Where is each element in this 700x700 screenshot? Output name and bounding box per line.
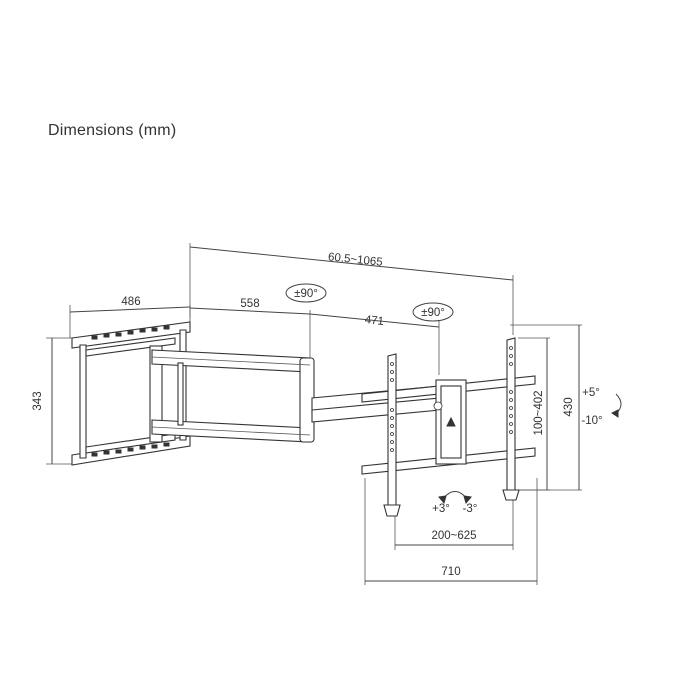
label-swivel-2: ±90° — [421, 307, 445, 319]
rotation-arrow-icon — [412, 302, 454, 322]
bracket-holes — [390, 346, 513, 452]
level-arrow-icon — [438, 491, 472, 505]
dimension-lines — [51, 246, 580, 582]
label-tilt-down: -10° — [581, 415, 602, 427]
tilt-arrow-icon — [611, 393, 622, 418]
label-arm-second: 471 — [364, 314, 384, 328]
label-reach-range: 60.5~1065 — [327, 251, 383, 268]
page-title: Dimensions (mm) — [48, 122, 177, 139]
tv-bracket — [361, 337, 536, 517]
rotation-arrow-icon — [285, 283, 327, 303]
label-bracket-height: 430 — [563, 397, 575, 416]
label-vesa-horizontal: 200~625 — [431, 530, 476, 542]
dimension-labels: 60.5~1065 486 558 471 ±90° ±90° 343 100~… — [32, 251, 603, 578]
label-arm-first: 558 — [240, 298, 259, 310]
label-swivel-1: ±90° — [294, 288, 318, 300]
label-tilt-up: +5° — [582, 387, 600, 399]
wall-plate — [71, 321, 191, 466]
label-vesa-vertical: 100~402 — [533, 390, 545, 435]
wall-plate-slots — [91, 325, 170, 457]
label-rotate-pos: +3° — [432, 503, 450, 515]
label-rotate-neg: -3° — [463, 503, 478, 515]
label-wall-plate-height: 343 — [32, 391, 44, 410]
label-bracket-width: 710 — [441, 566, 460, 578]
label-wall-plate-width: 486 — [121, 296, 140, 308]
